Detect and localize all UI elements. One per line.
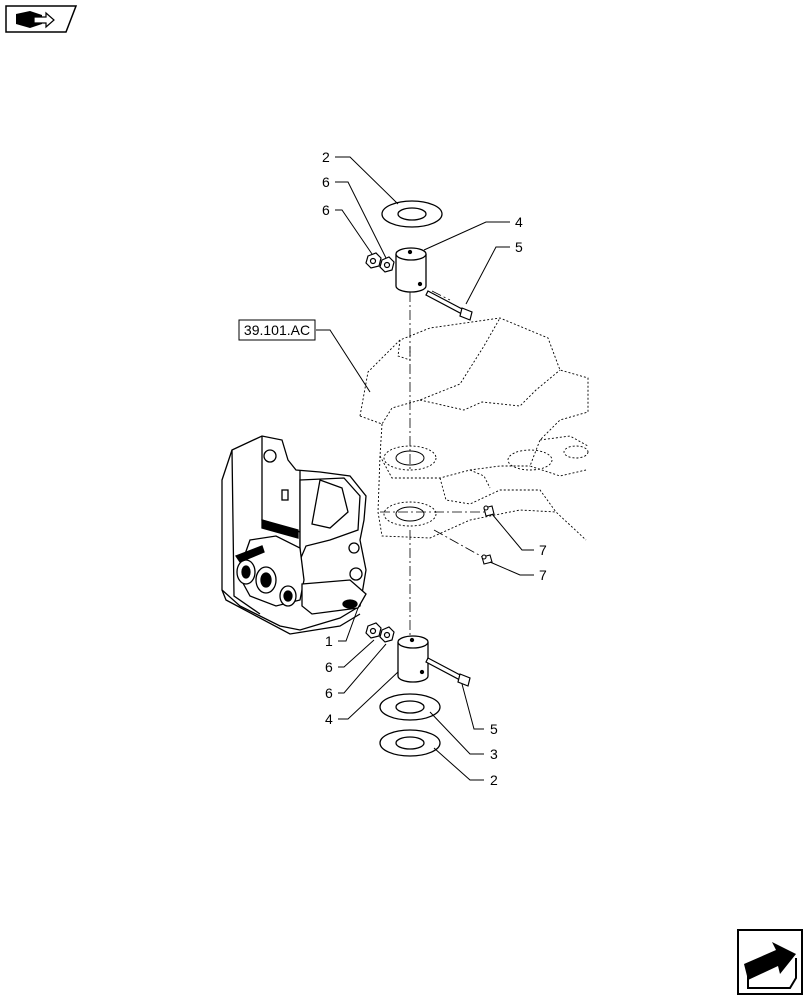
top-bolt: [425, 290, 473, 321]
callout-top-bolt: 5: [515, 239, 523, 255]
top-nuts: [365, 252, 395, 273]
book-navigation-icon[interactable]: [5, 5, 78, 33]
callout-bottom-bolt: 5: [490, 721, 498, 737]
top-washer: [381, 200, 443, 228]
callout-grease-fitting-a: 7: [539, 542, 547, 558]
callout-bottom-nut-a: 6: [325, 659, 333, 675]
chassis-frame-phantom: [359, 317, 589, 541]
bottom-shim: [379, 693, 441, 721]
callout-numbers: 2 6 6 4 5 7 7 1 6 6 4 5 3 2: [322, 149, 547, 788]
callout-support: 1: [325, 633, 333, 649]
callout-top-sleeve: 4: [515, 214, 523, 230]
callout-bottom-nut-b: 6: [325, 685, 333, 701]
callout-bottom-washer: 2: [490, 772, 498, 788]
callout-grease-fitting-b: 7: [539, 567, 547, 583]
bottom-bolt: [425, 657, 471, 687]
bottom-washer: [379, 729, 441, 757]
next-page-arrow-icon[interactable]: [737, 929, 803, 995]
callout-bottom-sleeve: 4: [325, 711, 333, 727]
reference-label-text: 39.101.AC: [244, 322, 310, 338]
top-sleeve: [395, 247, 427, 293]
centerlines: [380, 290, 489, 640]
leader-lines: [316, 156, 534, 781]
oscillating-support: [221, 435, 367, 635]
callout-top-washer: 2: [322, 149, 330, 165]
callout-bottom-shim: 3: [490, 746, 498, 762]
frame-bushings: [383, 445, 589, 527]
callout-top-nut-a: 6: [322, 174, 330, 190]
reference-label[interactable]: 39.101.AC: [238, 319, 316, 341]
callout-top-nut-b: 6: [322, 202, 330, 218]
grease-fittings: [481, 505, 495, 565]
bottom-sleeve: [397, 635, 429, 683]
bottom-nuts: [365, 622, 395, 643]
